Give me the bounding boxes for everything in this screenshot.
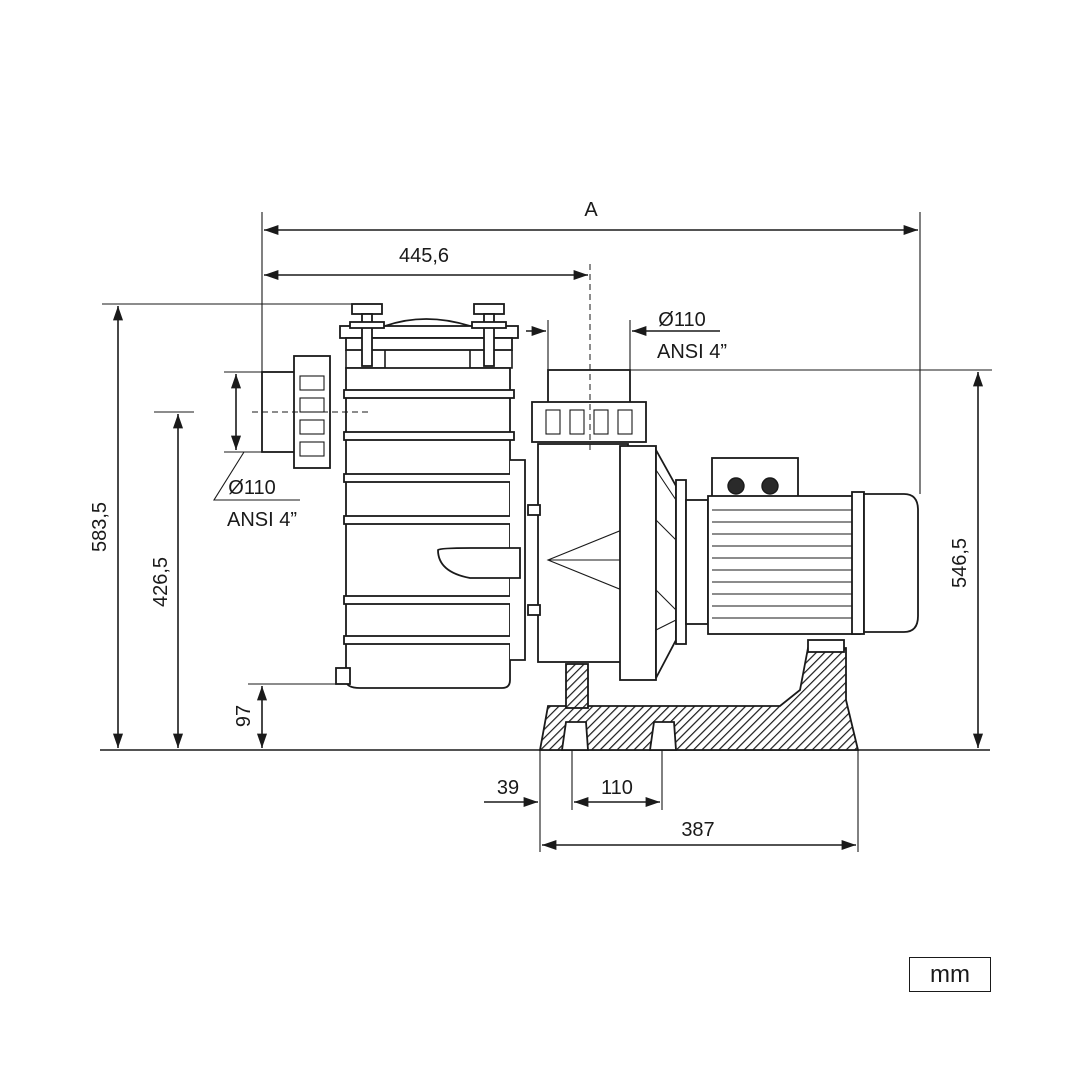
fan-cover — [863, 493, 919, 633]
label-suction-to-discharge: 445,6 — [399, 245, 449, 267]
terminal-box — [711, 457, 799, 499]
dim-overall-length: A — [261, 199, 921, 494]
foot-left — [560, 721, 589, 751]
label-base-length: 387 — [681, 819, 714, 841]
discharge-union — [531, 264, 647, 452]
strainer-housing — [335, 303, 526, 689]
dim-discharge-diameter: Ø110 ANSI 4” — [526, 309, 727, 370]
label-drain-height: 97 — [233, 705, 255, 727]
label-suction-standard: ANSI 4” — [227, 509, 297, 531]
label-discharge-standard: ANSI 4” — [657, 341, 727, 363]
dim-suction-to-discharge: 445,6 — [264, 245, 588, 281]
label-total-height: 583,5 — [89, 502, 111, 552]
label-overall-length: A — [584, 199, 598, 221]
label-suction-axis-height: 426,5 — [150, 557, 172, 607]
label-discharge-height: 546,5 — [949, 538, 971, 588]
pump-volute — [527, 443, 709, 681]
pump-base — [538, 639, 860, 751]
drain-plug — [335, 667, 351, 685]
unit-label: mm — [909, 957, 991, 992]
dim-total-height: 583,5 — [89, 303, 352, 748]
label-suction-diameter: Ø110 — [228, 477, 275, 499]
label-foot-hole-spacing: 110 — [601, 777, 633, 799]
label-discharge-diameter: Ø110 — [658, 309, 705, 331]
label-foot-offset: 39 — [497, 777, 519, 799]
dim-suction-diameter: Ø110 ANSI 4” — [213, 371, 300, 531]
dim-discharge-height: 546,5 — [630, 369, 992, 748]
foot-right — [648, 721, 677, 751]
dim-suction-axis-height: 426,5 — [150, 411, 194, 748]
suction-union — [252, 355, 368, 469]
motor — [707, 457, 919, 635]
dim-base: 39 110 387 — [484, 750, 859, 852]
dim-drain-height: 97 — [233, 683, 338, 748]
